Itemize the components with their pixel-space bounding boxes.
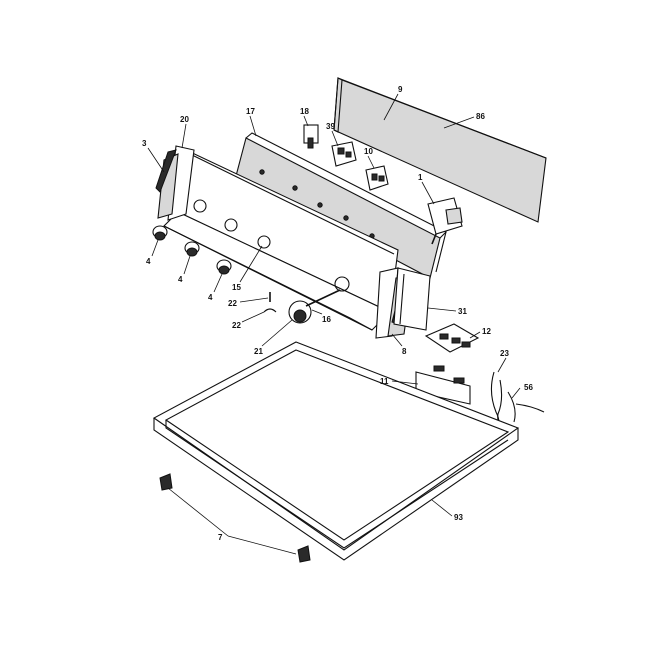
callout-86: 86 [476,112,485,121]
callout-39: 39 [326,122,335,131]
callout-16: 16 [322,315,331,324]
callout-22-a: 22 [228,299,237,308]
callout-3: 3 [142,139,147,148]
callout-31: 31 [458,307,467,316]
control-board [424,323,480,353]
cabinet-top [152,341,520,561]
callout-12: 12 [482,327,491,336]
callout-22-b: 22 [232,321,241,330]
timer-knob [288,289,341,324]
callout-10: 10 [364,147,373,156]
switch-39 [331,141,357,167]
callout-17: 17 [246,107,255,116]
callout-4-a: 4 [146,257,151,266]
callout-7: 7 [218,533,223,542]
callout-56: 56 [524,383,533,392]
callout-11: 11 [380,377,389,386]
hinge-clip-left [159,473,173,491]
callout-21: 21 [254,347,263,356]
switch-10 [365,165,389,191]
callout-93: 93 [454,513,463,522]
callout-4-c: 4 [208,293,213,302]
switch-18 [303,124,319,149]
mounting-bracket [393,267,431,331]
knob-2 [184,241,200,257]
callout-1: 1 [418,173,423,182]
leader-lines [147,93,521,555]
callout-15: 15 [232,283,241,292]
spring-clip [263,292,277,313]
callout-20: 20 [180,115,189,124]
callout-8: 8 [402,347,407,356]
callout-4-b: 4 [178,275,183,284]
callouts: 9 86 17 18 39 10 1 20 3 4 4 4 15 22 22 1… [142,85,533,542]
hinge-clip-right [297,545,311,563]
callout-18: 18 [300,107,309,116]
bracket-11 [415,365,471,405]
knob-1 [152,225,168,241]
callout-23: 23 [500,349,509,358]
callout-9: 9 [398,85,403,94]
knob-3 [216,259,232,275]
timer-1 [427,197,463,245]
